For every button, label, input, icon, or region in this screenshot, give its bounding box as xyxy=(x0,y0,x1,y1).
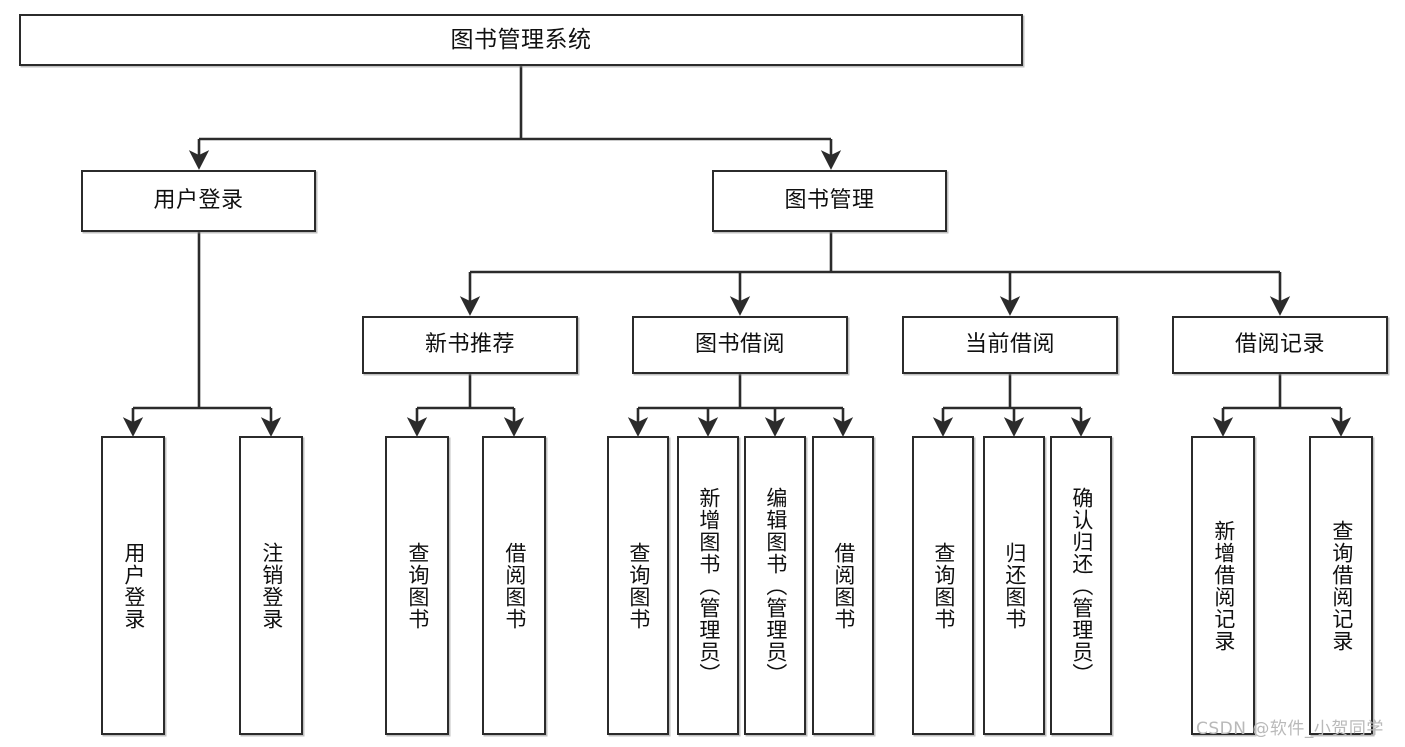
node-leaf-return-book[interactable]: 归还图书 xyxy=(983,436,1045,735)
node-leaf-user-login[interactable]: 用户登录 xyxy=(101,436,165,735)
node-label: 用户登录 xyxy=(153,188,244,214)
node-label: 归还图书 xyxy=(1002,541,1027,630)
node-level2-book-management[interactable]: 图书管理 xyxy=(712,170,947,232)
node-label: 查询图书 xyxy=(405,541,430,630)
node-leaf-add-book-admin[interactable]: 新增图书（管理员） xyxy=(677,436,739,735)
node-leaf-borrow-book[interactable]: 借阅图书 xyxy=(812,436,874,735)
node-leaf-edit-book-admin[interactable]: 编辑图书（管理员） xyxy=(744,436,806,735)
node-leaf-logout[interactable]: 注销登录 xyxy=(239,436,303,735)
node-leaf-borrow-book-recommend[interactable]: 借阅图书 xyxy=(482,436,546,735)
node-label: 查询图书 xyxy=(626,541,651,630)
node-leaf-query-book-recommend[interactable]: 查询图书 xyxy=(385,436,449,735)
node-label: 新增借阅记录 xyxy=(1211,519,1236,652)
node-level3-current-borrow[interactable]: 当前借阅 xyxy=(902,316,1118,374)
node-level3-book-borrow[interactable]: 图书借阅 xyxy=(632,316,848,374)
node-label: 借阅记录 xyxy=(1234,332,1325,358)
node-leaf-query-book-borrow[interactable]: 查询图书 xyxy=(607,436,669,735)
node-level2-user-login[interactable]: 用户登录 xyxy=(81,170,316,232)
node-label: 注销登录 xyxy=(259,541,284,630)
node-label: 查询借阅记录 xyxy=(1329,519,1354,652)
node-label: 编辑图书（管理员） xyxy=(763,486,788,685)
node-label: 当前借阅 xyxy=(964,332,1055,358)
node-leaf-query-borrow-record[interactable]: 查询借阅记录 xyxy=(1309,436,1373,735)
node-label: 用户登录 xyxy=(121,541,146,630)
node-root[interactable]: 图书管理系统 xyxy=(19,14,1023,66)
node-label: 图书管理系统 xyxy=(450,26,592,53)
node-label: 查询图书 xyxy=(931,541,956,630)
node-label: 借阅图书 xyxy=(502,541,527,630)
node-label: 图书借阅 xyxy=(694,332,785,358)
node-label: 新增图书（管理员） xyxy=(696,486,721,685)
node-level3-borrow-record[interactable]: 借阅记录 xyxy=(1172,316,1388,374)
watermark: CSDN @软件_小贺同学 xyxy=(1196,719,1384,739)
node-leaf-confirm-return-admin[interactable]: 确认归还（管理员） xyxy=(1050,436,1112,735)
node-leaf-add-borrow-record[interactable]: 新增借阅记录 xyxy=(1191,436,1255,735)
node-label: 借阅图书 xyxy=(831,541,856,630)
node-label: 确认归还（管理员） xyxy=(1069,486,1094,685)
node-label: 图书管理 xyxy=(784,188,875,214)
node-leaf-query-book-current[interactable]: 查询图书 xyxy=(912,436,974,735)
node-label: 新书推荐 xyxy=(424,332,515,358)
node-level3-new-book-recommend[interactable]: 新书推荐 xyxy=(362,316,578,374)
